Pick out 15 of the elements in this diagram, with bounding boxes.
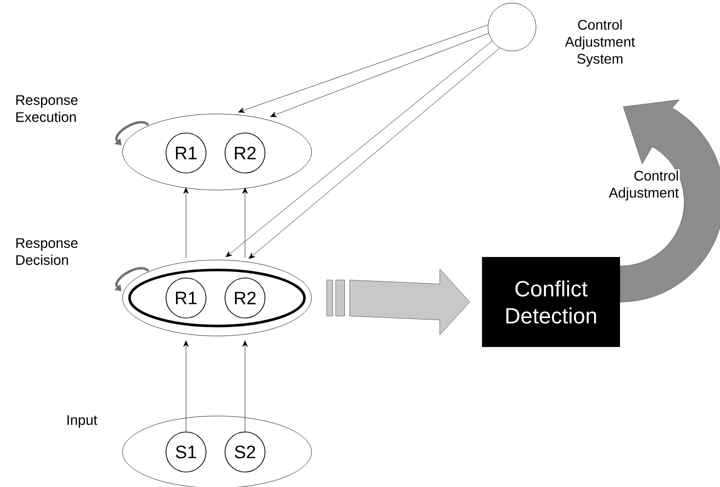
system-label: Control Adjustment System (565, 19, 635, 67)
arrow (242, 340, 248, 432)
thick-ellipse (128, 268, 306, 328)
stage-label: Response Decision (16, 238, 78, 265)
block-arrow (326, 268, 470, 336)
stage-label: Input (68, 415, 98, 428)
arrow (183, 188, 189, 258)
stage-label: Response Execution (16, 95, 78, 122)
arrow (242, 188, 248, 258)
edge-label: Control Adjustment (598, 169, 680, 202)
arrow (238, 24, 488, 113)
arrow (270, 33, 489, 118)
arrow (183, 340, 189, 432)
curved-arrow (620, 100, 720, 302)
detection-box: Conflict Detection (482, 257, 620, 347)
